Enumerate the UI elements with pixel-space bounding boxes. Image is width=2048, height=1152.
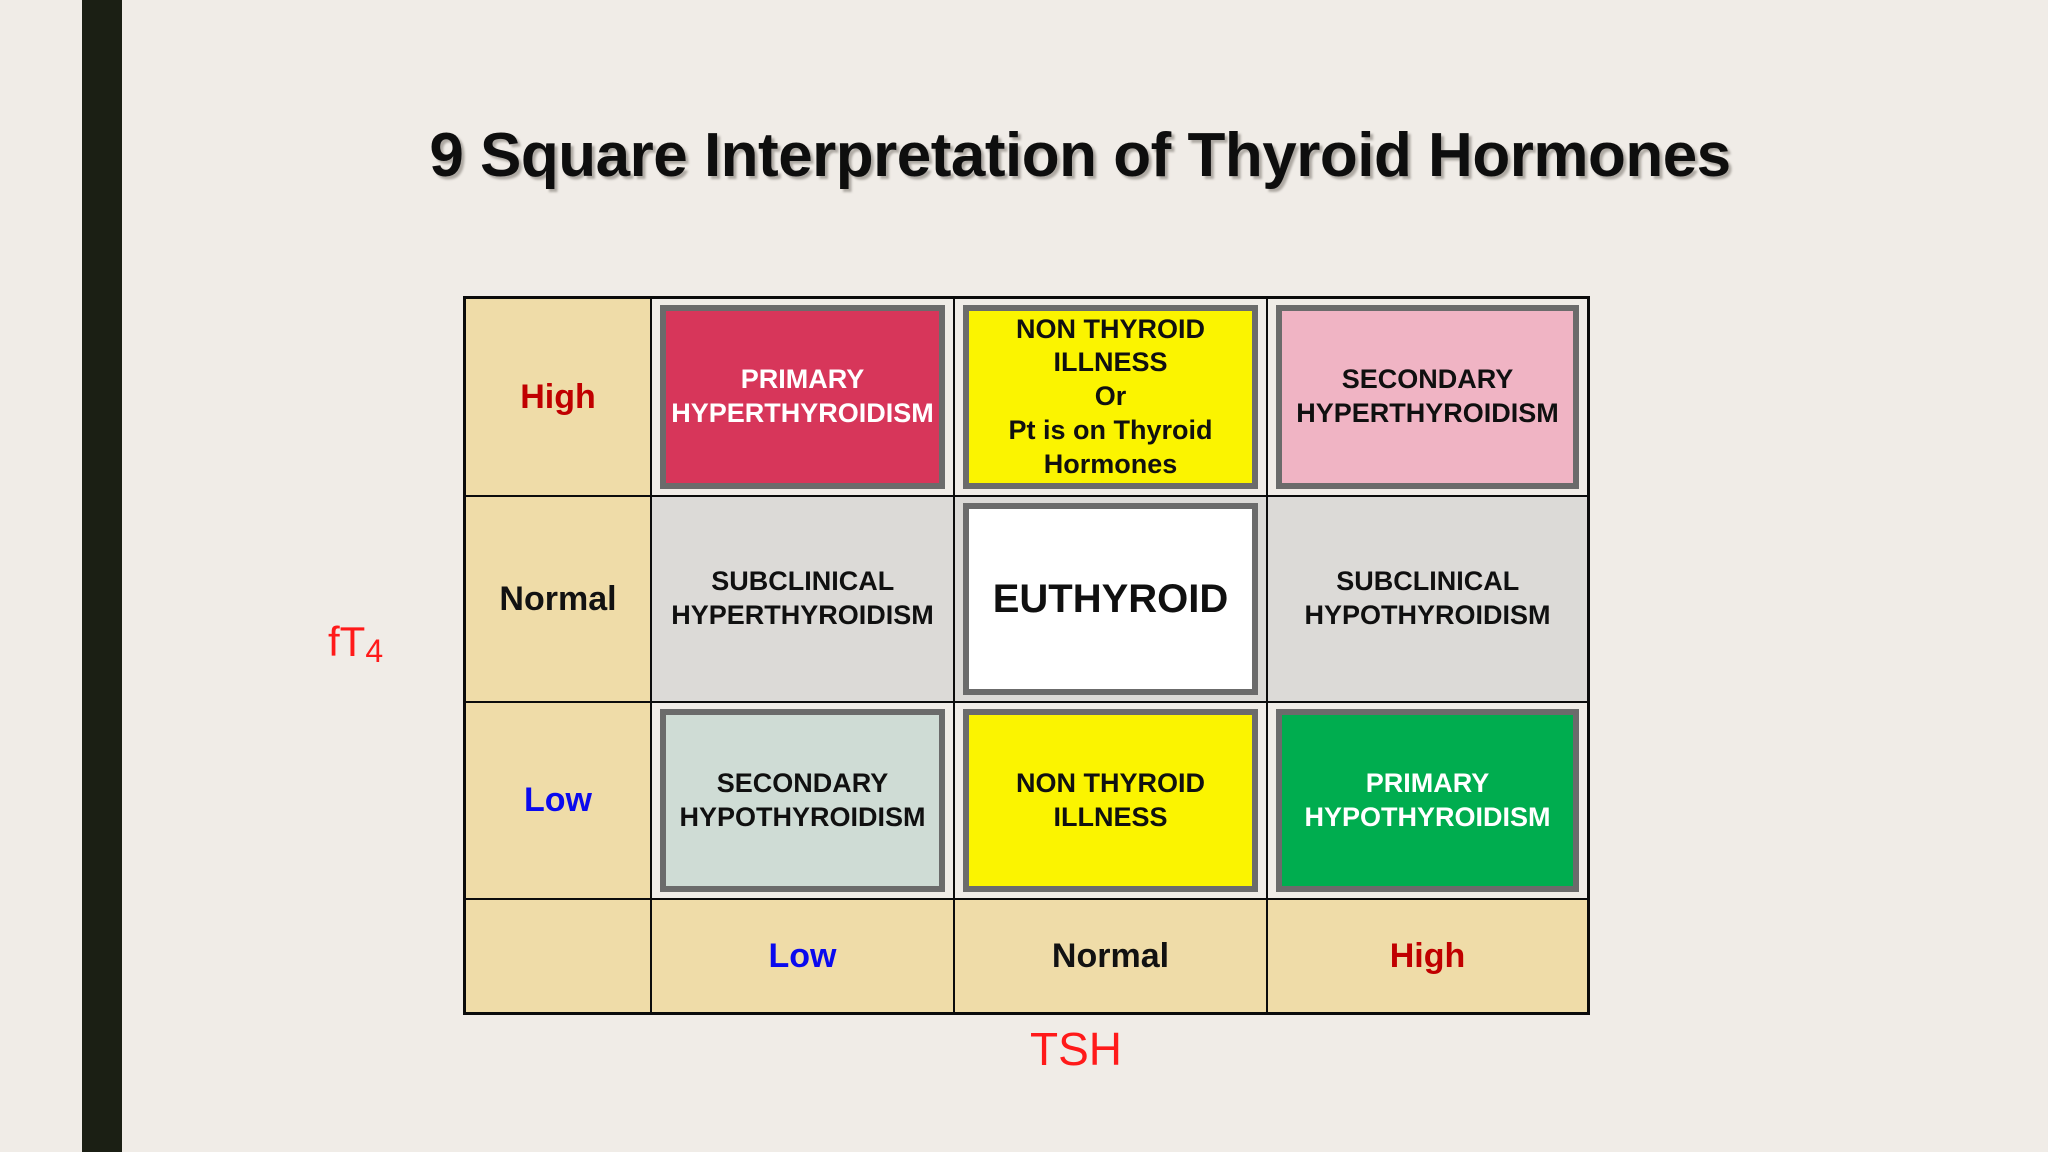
y-axis-label-subscript: 4	[365, 633, 384, 669]
primary-hypothyroidism-box: PRIMARY HYPOTHYROIDISM	[1276, 709, 1579, 892]
cell-secondary-hypothyroidism[interactable]: SECONDARY HYPOTHYROIDISM	[652, 703, 955, 900]
primary-hypothyroidism-line2: HYPOTHYROIDISM	[1304, 801, 1551, 832]
left-accent-bar	[82, 0, 122, 1152]
euthyroid-box: EUTHYROID	[963, 503, 1258, 695]
row-header-low: Low	[466, 703, 652, 900]
row-header-high-label: High	[520, 377, 596, 416]
cell-subclinical-hyperthyroidism[interactable]: SUBCLINICAL HYPERTHYROIDISM	[652, 497, 955, 703]
cell-subclinical-hypothyroidism[interactable]: SUBCLINICAL HYPOTHYROIDISM	[1268, 497, 1587, 703]
secondary-hypothyroidism-box: SECONDARY HYPOTHYROIDISM	[660, 709, 945, 892]
euthyroid-label: EUTHYROID	[992, 577, 1229, 621]
nti-low-line2: ILLNESS	[1053, 801, 1168, 832]
secondary-hyperthyroidism-box: SECONDARY HYPERTHYROIDISM	[1276, 305, 1579, 489]
row-header-normal-label: Normal	[499, 579, 617, 618]
nti-high-line1: NON THYROID	[1015, 313, 1205, 344]
primary-hypothyroidism-line1: PRIMARY	[1365, 767, 1490, 798]
primary-hyperthyroidism-line2: HYPERTHYROIDISM	[671, 398, 934, 428]
secondary-hypothyroidism-line2: HYPOTHYROIDISM	[679, 801, 926, 832]
column-header-low: Low	[652, 900, 955, 1012]
column-header-normal-label: Normal	[1051, 936, 1170, 975]
secondary-hypothyroidism-line1: SECONDARY	[716, 767, 889, 798]
column-header-low-label: Low	[768, 936, 837, 975]
nine-square-grid: High PRIMARY HYPERTHYROIDISM NON THYROID…	[463, 296, 1590, 1015]
nti-high-line2: ILLNESS	[1053, 347, 1168, 378]
x-axis-label-tsh: TSH	[1030, 1023, 1122, 1075]
cell-primary-hypothyroidism[interactable]: PRIMARY HYPOTHYROIDISM	[1268, 703, 1587, 900]
page-title: 9 Square Interpretation of Thyroid Hormo…	[429, 121, 1731, 190]
primary-hyperthyroidism-line1: PRIMARY	[740, 364, 865, 395]
y-axis-label-ft4: fT4	[328, 618, 383, 670]
non-thyroid-illness-high-box: NON THYROID ILLNESS Or Pt is on Thyroid …	[963, 305, 1258, 489]
cell-secondary-hyperthyroidism[interactable]: SECONDARY HYPERTHYROIDISM	[1268, 299, 1587, 497]
column-header-high-label: High	[1389, 936, 1466, 975]
nti-high-line5: Hormones	[1043, 448, 1178, 479]
row-header-normal: Normal	[466, 497, 652, 703]
column-header-high: High	[1268, 900, 1587, 1012]
subclinical-hypothyroidism-line1: SUBCLINICAL	[1336, 566, 1519, 597]
cell-primary-hyperthyroidism[interactable]: PRIMARY HYPERTHYROIDISM	[652, 299, 955, 497]
grid-corner-blank	[466, 900, 652, 1012]
subclinical-hyperthyroidism-line1: SUBCLINICAL	[711, 566, 894, 597]
secondary-hyperthyroidism-line1: SECONDARY	[1341, 364, 1514, 395]
column-header-normal: Normal	[955, 900, 1268, 1012]
y-axis-label-main: fT	[328, 618, 366, 665]
cell-non-thyroid-illness-high[interactable]: NON THYROID ILLNESS Or Pt is on Thyroid …	[955, 299, 1268, 497]
row-header-low-label: Low	[524, 781, 592, 819]
primary-hyperthyroidism-box: PRIMARY HYPERTHYROIDISM	[660, 305, 945, 489]
cell-euthyroid[interactable]: EUTHYROID	[955, 497, 1268, 703]
nti-high-line4: Pt is on Thyroid	[1008, 414, 1213, 445]
secondary-hyperthyroidism-line2: HYPERTHYROIDISM	[1296, 398, 1559, 428]
nti-low-line1: NON THYROID	[1016, 767, 1205, 798]
cell-non-thyroid-illness-low[interactable]: NON THYROID ILLNESS	[955, 703, 1268, 900]
subclinical-hypothyroidism-line2: HYPOTHYROIDISM	[1304, 600, 1551, 630]
subclinical-hyperthyroidism-line2: HYPERTHYROIDISM	[671, 600, 934, 630]
nti-high-line3: Or	[1094, 381, 1127, 412]
row-header-high: High	[466, 299, 652, 497]
non-thyroid-illness-low-box: NON THYROID ILLNESS	[963, 709, 1258, 892]
